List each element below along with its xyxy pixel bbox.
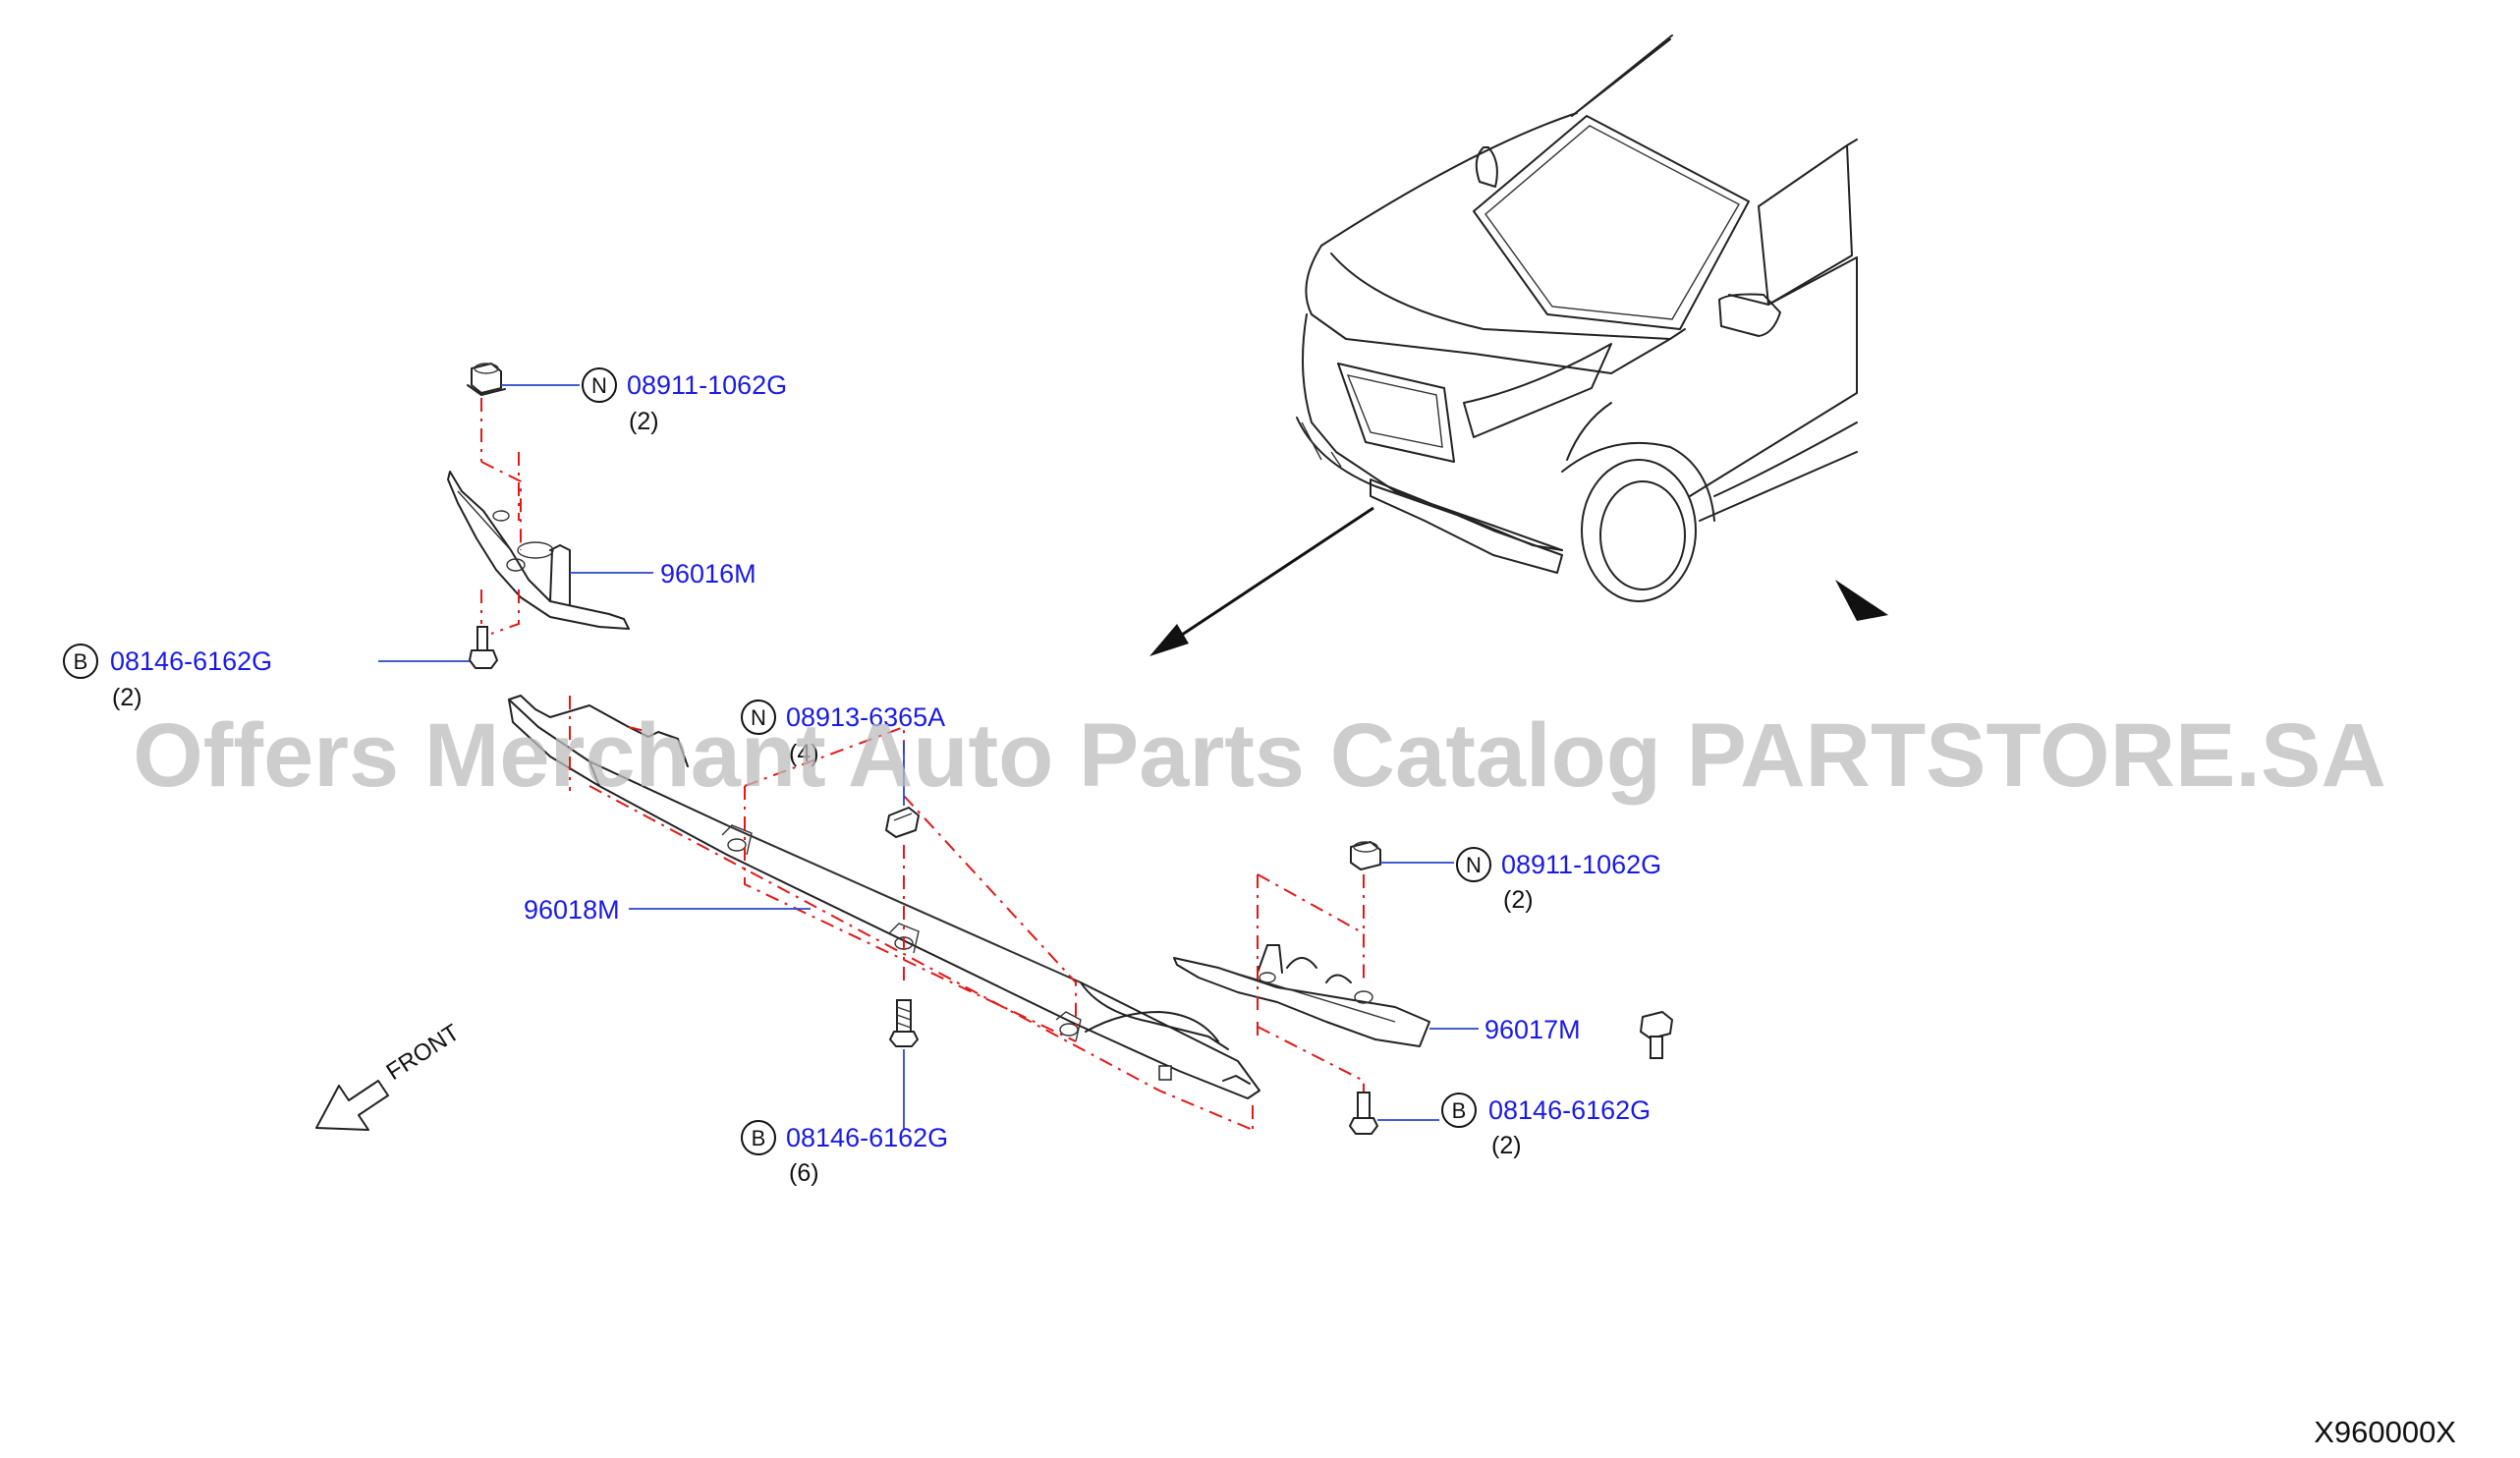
quantity-label: (4) <box>789 740 819 767</box>
hex-nut-icon <box>467 363 506 396</box>
part-number-link[interactable]: 96016M <box>660 559 756 589</box>
badge-letter: B <box>74 649 88 674</box>
part-number-link[interactable]: 08146-6162G <box>1488 1095 1651 1125</box>
part-number-link[interactable]: 08913-6365A <box>786 702 945 732</box>
part-number-link[interactable]: 96018M <box>524 895 620 925</box>
b-badge <box>741 1120 776 1155</box>
diagram-code: X960000X <box>2314 1415 2456 1449</box>
badge-letter: N <box>751 705 766 730</box>
callout-clip-center[interactable]: N 08913-6365A (4) <box>741 700 945 767</box>
hex-nut-icon <box>1350 841 1381 870</box>
quantity-label: (2) <box>112 684 142 711</box>
speed-clip-icon <box>885 807 920 838</box>
badge-letter: B <box>752 1126 766 1150</box>
front-arrow-icon <box>315 1080 389 1131</box>
quantity-label: (6) <box>789 1159 819 1187</box>
bracket-96017m[interactable] <box>1173 944 1430 1047</box>
n-badge <box>741 700 776 735</box>
b-badge <box>63 644 98 679</box>
flange-bolt-icon <box>469 626 498 669</box>
quantity-label: (2) <box>1503 886 1534 914</box>
callout-nut-right[interactable]: N 08911-1062G (2) <box>1456 847 1661 914</box>
part-number-link[interactable]: 08146-6162G <box>786 1123 948 1152</box>
quantity-label: (2) <box>1491 1132 1522 1159</box>
view-direction-arrow-icon <box>1149 506 1888 656</box>
badge-letter: B <box>1452 1098 1467 1123</box>
callout-bolt-center[interactable]: B 08146-6162G (6) <box>741 1120 948 1187</box>
front-label: FRONT <box>382 1019 465 1086</box>
quantity-label: (2) <box>629 408 659 435</box>
part-number-link[interactable]: 96017M <box>1484 1015 1581 1044</box>
assembly-lines-center <box>569 696 1254 1131</box>
under-cover-96018m[interactable] <box>508 695 1260 1099</box>
flange-bolt-icon <box>1349 1092 1378 1135</box>
callout-bolt-left[interactable]: B 08146-6162G (2) <box>63 644 272 711</box>
b-badge <box>1441 1093 1477 1128</box>
part-number-link[interactable]: 08911-1062G <box>627 370 787 400</box>
callout-bolt-right[interactable]: B 08146-6162G (2) <box>1441 1093 1651 1159</box>
n-badge <box>582 367 617 403</box>
badge-letter: N <box>591 373 607 398</box>
flange-bolt-icon <box>1640 1011 1673 1059</box>
part-number-link[interactable]: 08146-6162G <box>110 646 272 676</box>
badge-letter: N <box>1466 853 1482 877</box>
assembly-lines-left <box>480 398 522 635</box>
vehicle-illustration <box>1296 34 1858 602</box>
n-badge <box>1456 847 1491 882</box>
callout-nut-top[interactable]: N 08911-1062G (2) <box>582 367 787 435</box>
assembly-lines-right <box>1257 873 1365 1100</box>
bracket-96016m[interactable] <box>447 471 630 630</box>
watermark: Offers Merchant Auto Parts Catalog PARTS… <box>133 705 2386 806</box>
flange-bolt-icon <box>889 999 919 1047</box>
part-number-link[interactable]: 08911-1062G <box>1501 850 1661 879</box>
